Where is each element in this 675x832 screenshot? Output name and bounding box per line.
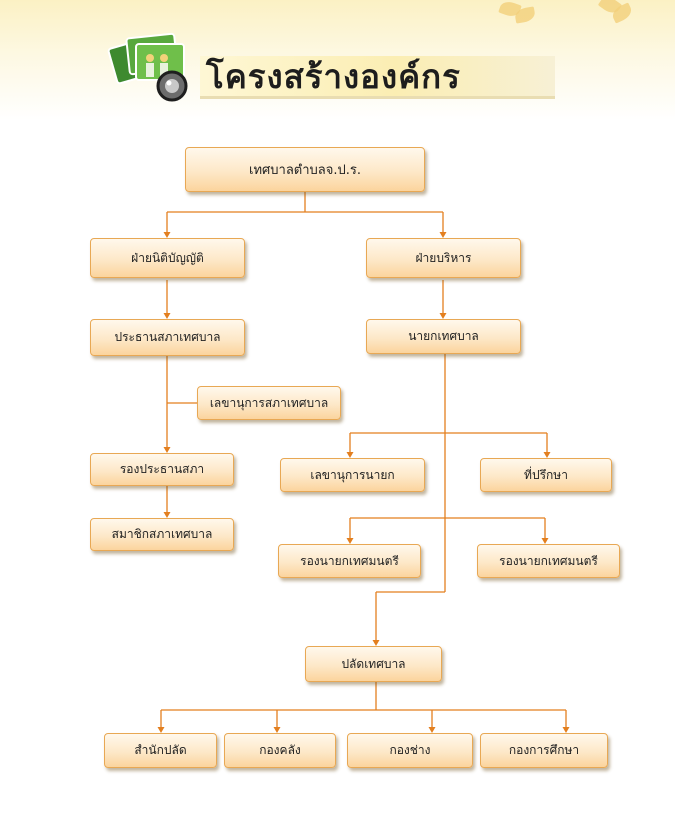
org-node-clerk-office: สำนักปลัด bbox=[104, 733, 217, 768]
org-node-mayor: นายกเทศบาล bbox=[366, 319, 521, 354]
org-node-advisor: ที่ปรึกษา bbox=[480, 458, 612, 492]
org-node-council-member: สมาชิกสภาเทศบาล bbox=[90, 518, 234, 551]
org-node-council-secretary: เลขานุการสภาเทศบาล bbox=[197, 386, 341, 420]
org-node-deputy-mayor-1: รองนายกเทศมนตรี bbox=[278, 544, 421, 578]
header-bar bbox=[200, 56, 555, 99]
page-title: โครงสร้างองค์กร bbox=[206, 57, 461, 96]
org-node-deputy-mayor-2: รองนายกเทศมนตรี bbox=[477, 544, 620, 578]
org-node-executive: ฝ่ายบริหาร bbox=[366, 238, 521, 278]
org-node-legislative: ฝ่ายนิติบัญญัติ bbox=[90, 238, 245, 278]
org-node-vice-chair: รองประธานสภา bbox=[90, 453, 234, 486]
org-node-council-chair: ประธานสภาเทศบาล bbox=[90, 319, 245, 356]
org-node-clerk: ปลัดเทศบาล bbox=[305, 646, 442, 682]
org-node-mayor-secretary: เลขานุการนายก bbox=[280, 458, 425, 492]
org-node-root: เทศบาลตำบลจ.ป.ร. bbox=[185, 147, 425, 192]
org-node-engineering-division: กองช่าง bbox=[347, 733, 473, 768]
org-node-finance-division: กองคลัง bbox=[224, 733, 336, 768]
photo-album-icon bbox=[107, 32, 188, 102]
org-node-education-division: กองการศึกษา bbox=[480, 733, 608, 768]
